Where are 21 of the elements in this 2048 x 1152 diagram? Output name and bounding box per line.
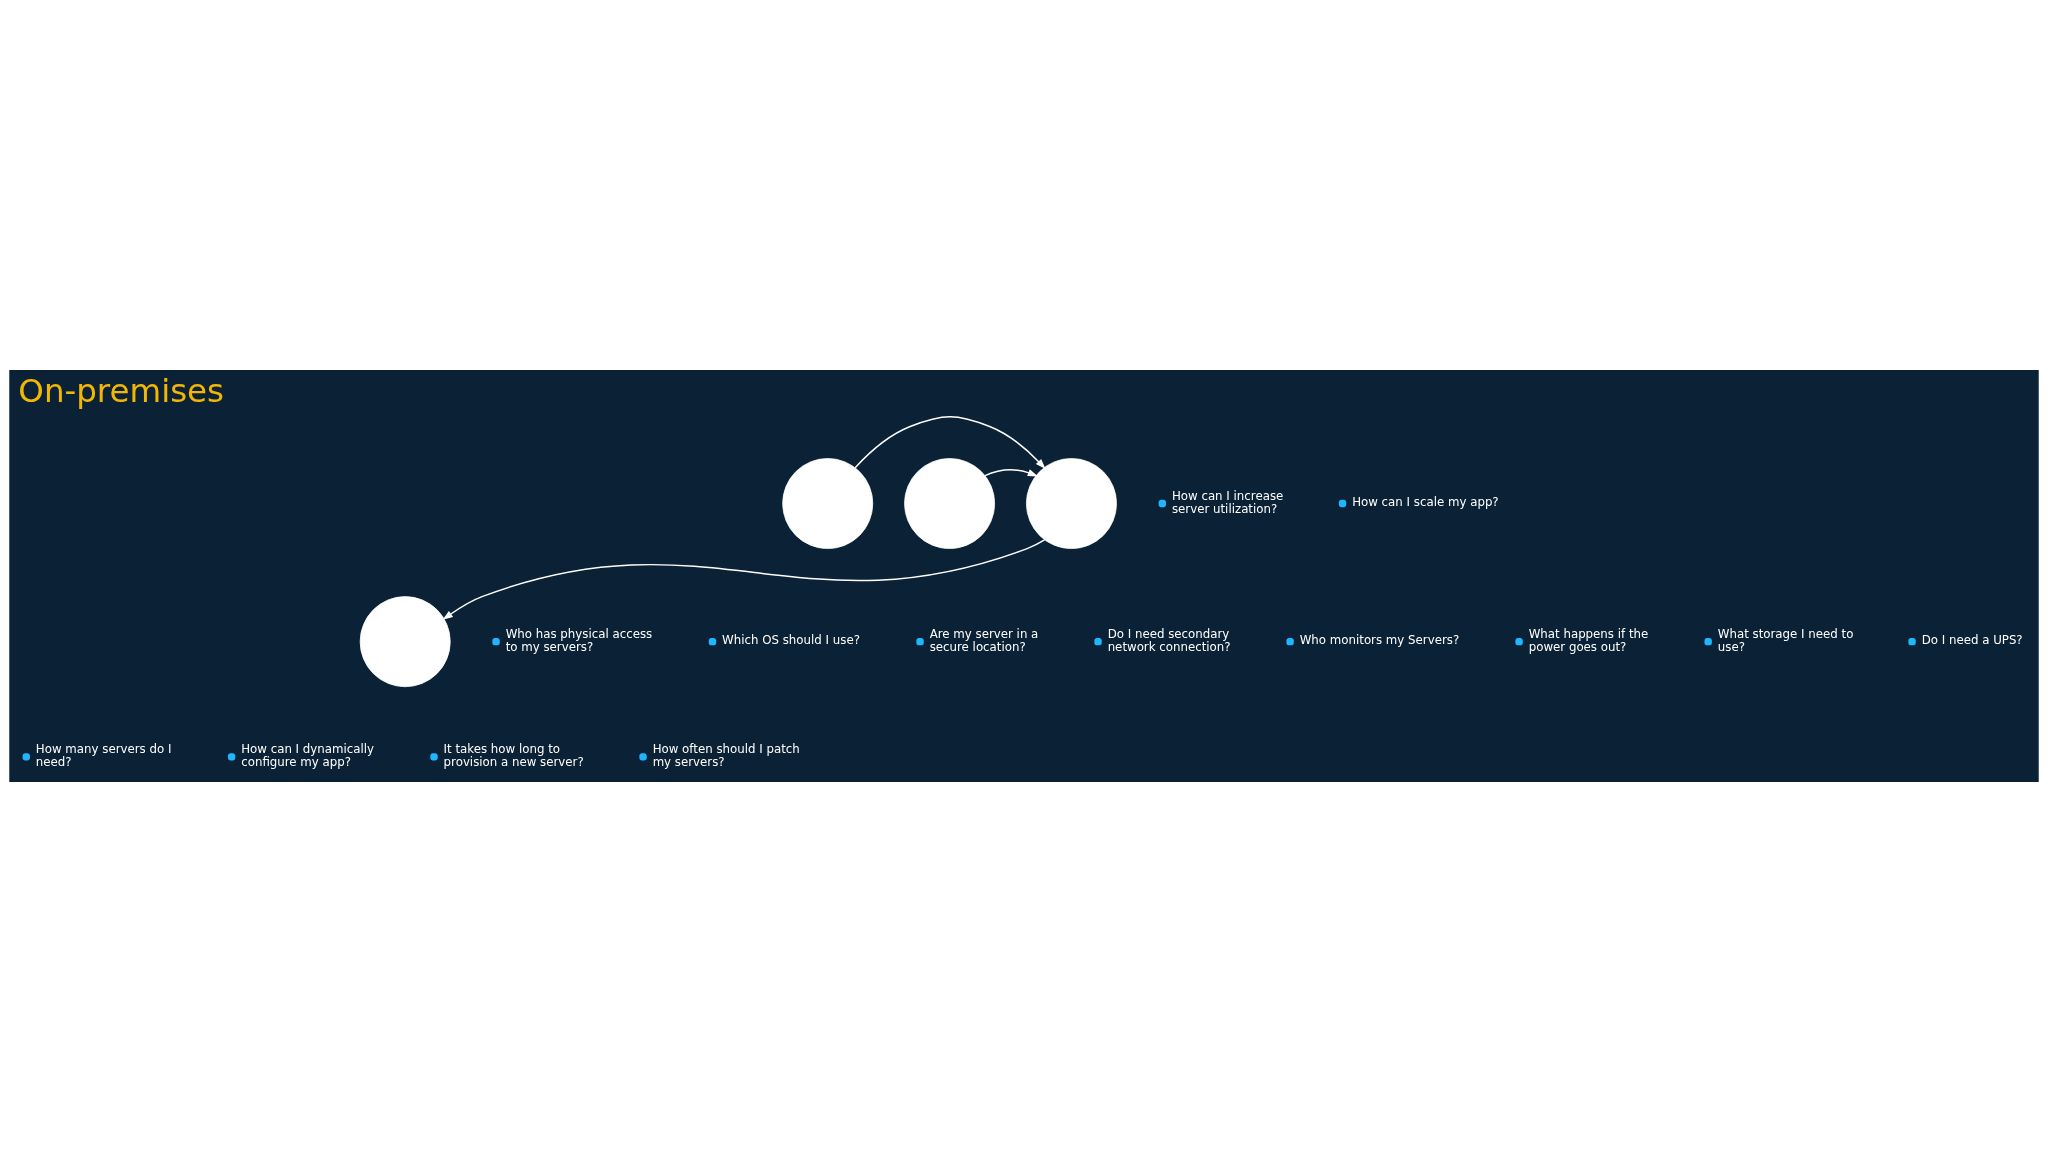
label: Who has physical access to my servers? [505,626,653,655]
label: What happens if the power goes out? [1528,626,1649,655]
arrow [442,539,1046,620]
label: It takes how long to provision a new server? [443,742,584,770]
label: Do I need secondary network connection? [1107,626,1231,655]
label: How can I increase server utilization? [1171,488,1284,516]
label: Are my server in a secure location? [929,626,1039,655]
diagram-title: On-premises [18,371,225,410]
arrow [984,469,1039,477]
label: How many servers do I need? [35,742,172,770]
node-circle [359,596,451,688]
arrow [854,415,1046,470]
label: Who monitors my Servers? [1299,633,1460,648]
label: How can I dynamically configure my app? [241,742,375,770]
label: How can I scale my app? [1352,495,1499,510]
label: Which OS should I use? [722,633,860,648]
node-circle [904,458,995,549]
node-circle [782,458,874,549]
label: Do I need a UPS? [1921,633,2023,648]
label: What storage I need to use? [1717,626,1854,655]
label: How often should I patch my servers? [652,742,800,770]
